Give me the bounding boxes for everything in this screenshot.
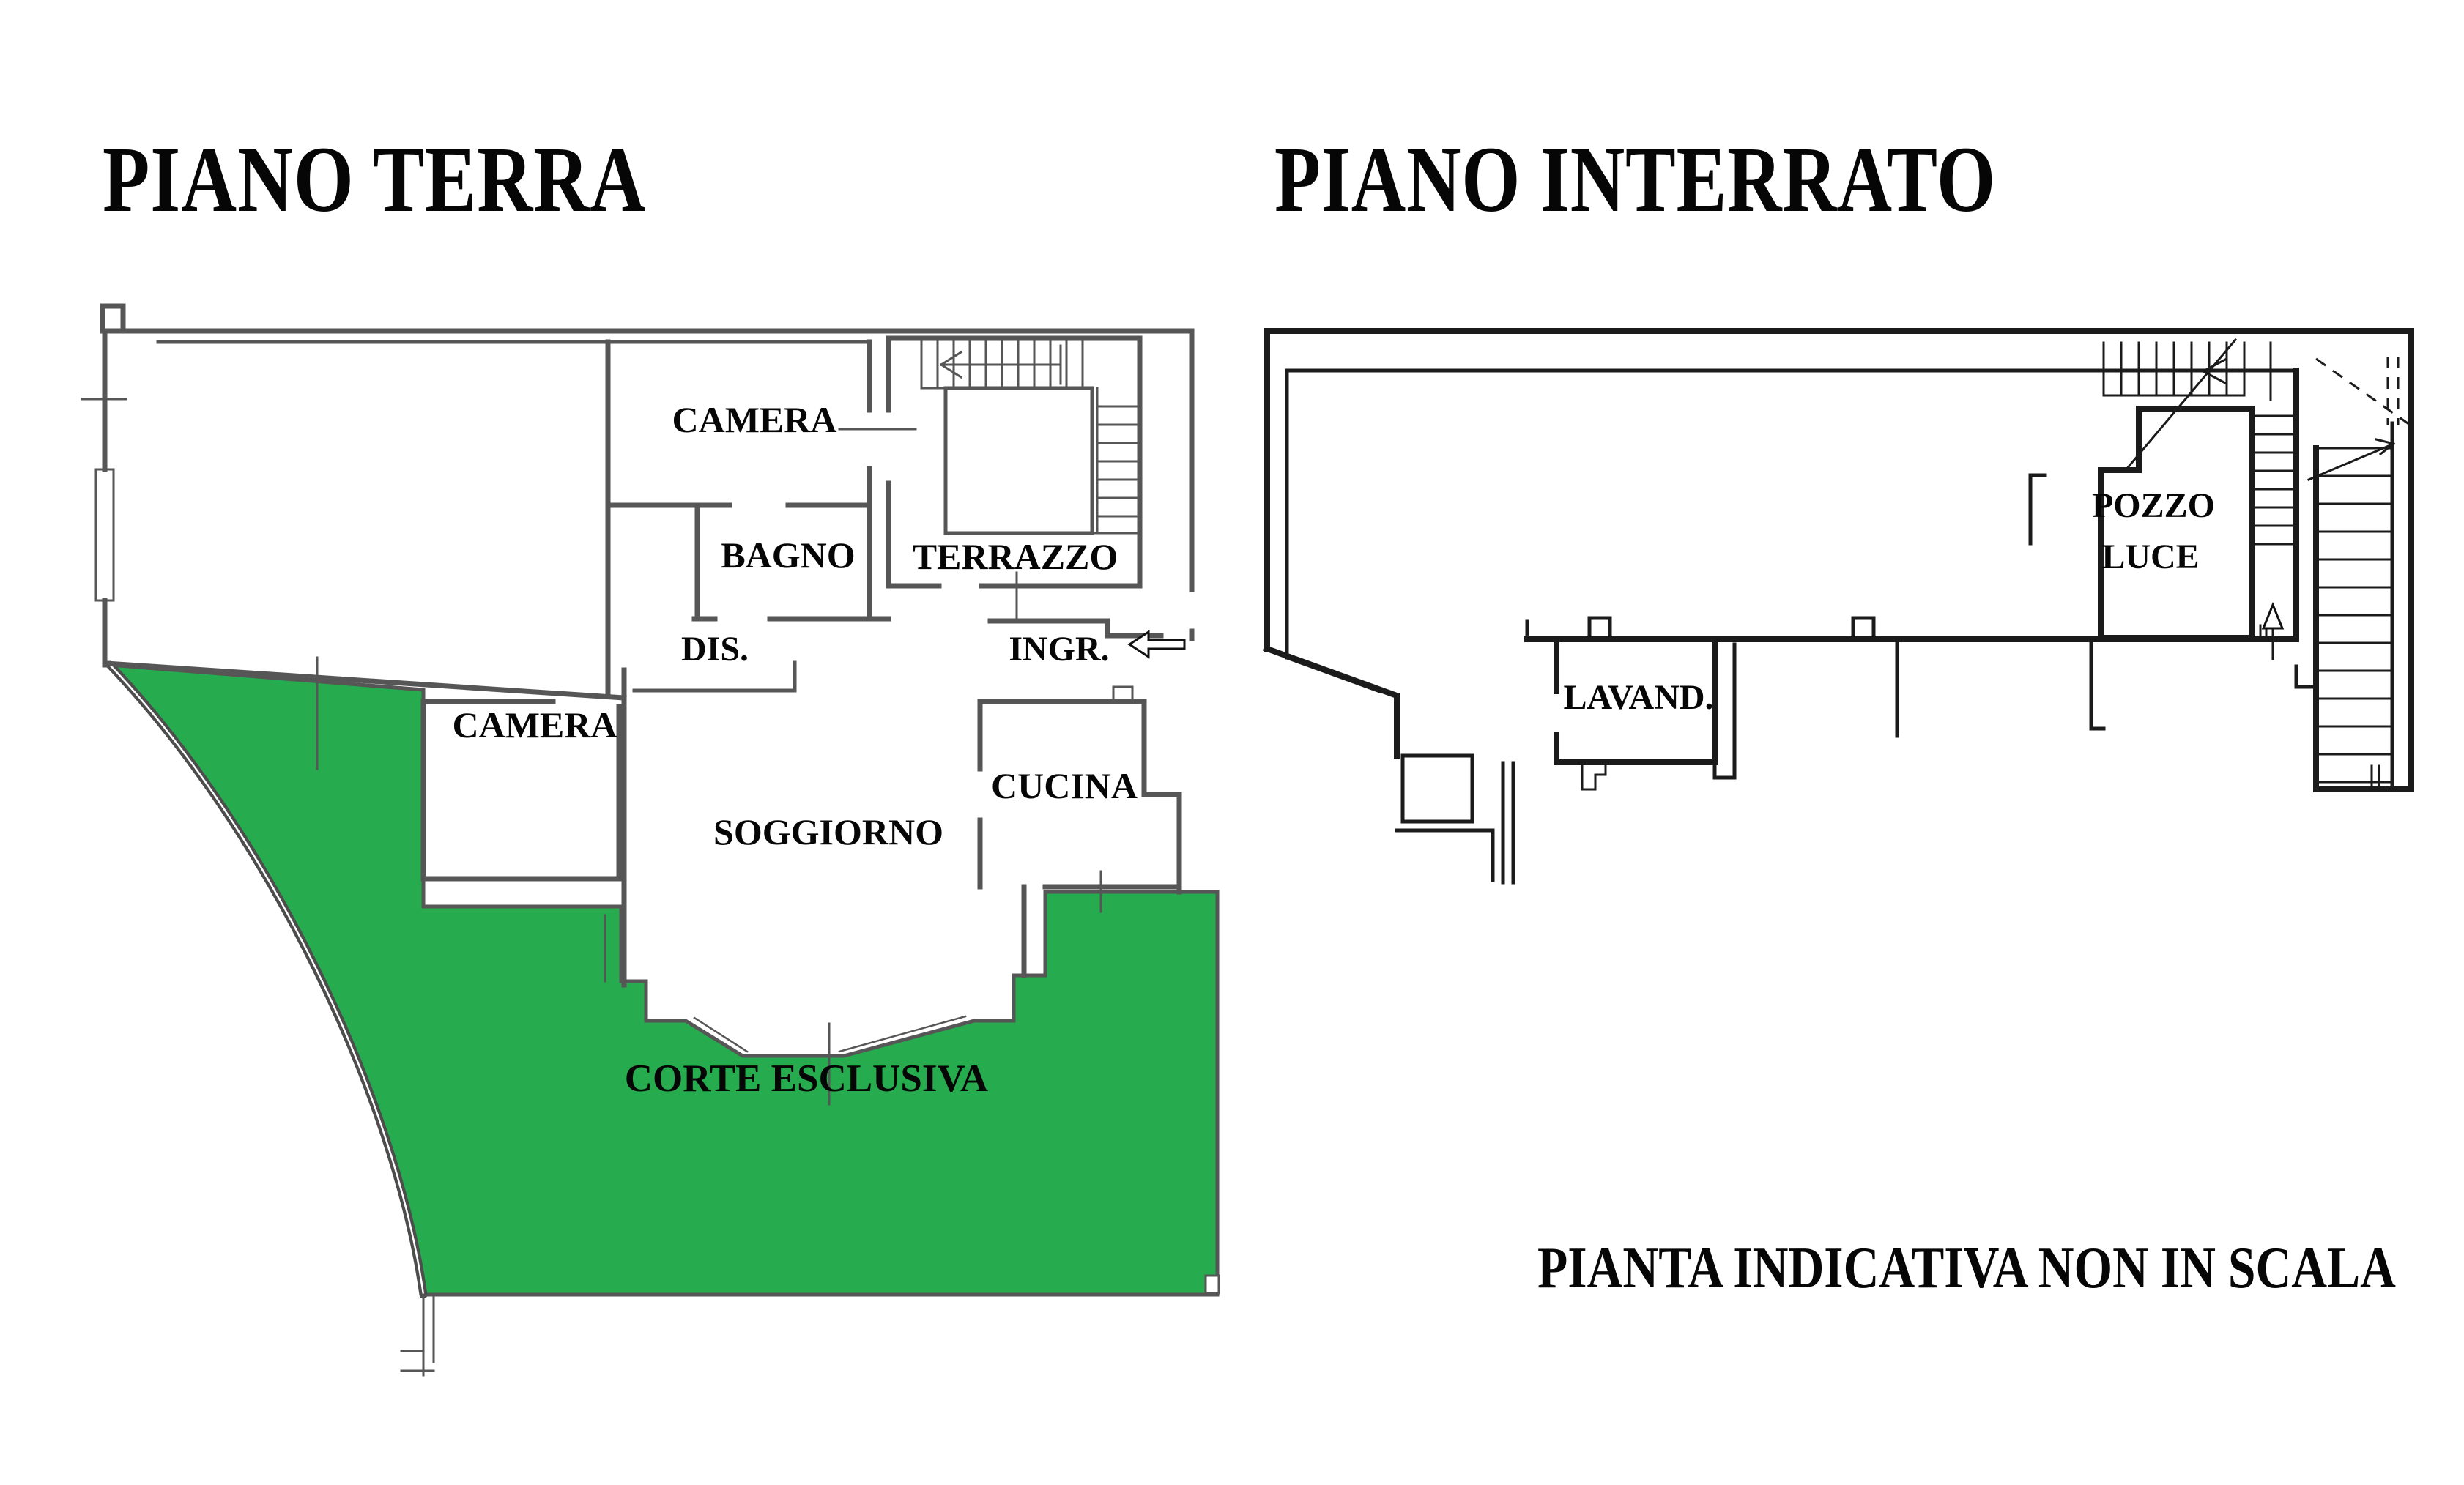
basement-ceiling-break-dashes (2315, 357, 2411, 426)
up-arrow-icon (2261, 602, 2285, 660)
basement-plan: LAVAND. POZZO LUCE (1263, 328, 2414, 885)
courtyard-label: CORTE ESCLUSIVA (625, 1057, 988, 1100)
up-arrow-head (2261, 602, 2285, 630)
room-label-dis: DIS. (681, 630, 749, 669)
ground-floor-plan: CAMERA BAGNO TERRAZZO DIS. INGR. CAMERA … (81, 303, 1220, 1377)
basement-stair-arrow-right (2307, 438, 2396, 786)
ground-staircase (920, 340, 1141, 535)
window-left-wall (94, 468, 115, 602)
ground-inner-walls (156, 340, 872, 693)
bay-window-door-lines (693, 1015, 967, 1053)
basement-stair-treads-right (2315, 447, 2394, 784)
room-label-pozzo-luce-line1: POZZO (2092, 486, 2215, 525)
room-label-ingr: INGR. (1009, 630, 1109, 669)
basement-staircase (2102, 338, 2411, 786)
title-piano-interrato: PIANO INTERRATO (1274, 127, 1996, 231)
title-piano-terra: PIANO TERRA (103, 127, 646, 231)
room-label-lavanderia: LAVAND. (1564, 678, 1714, 717)
room-label-cucina: CUCINA (991, 765, 1138, 806)
room-label-terrazzo: TERRAZZO (913, 536, 1118, 577)
stairwell-opening (943, 386, 1094, 535)
stair-direction-arrow (939, 344, 1062, 385)
stair-treads-vertical (1091, 387, 1141, 535)
room-label-soggiorno: SOGGIORNO (713, 811, 943, 852)
basement-inner-walls (1284, 368, 2394, 885)
room-label-bagno: BAGNO (721, 535, 855, 576)
basement-light-well-box (1400, 753, 1474, 824)
ground-room-walls (420, 328, 1195, 988)
entry-arrow-icon (1127, 630, 1186, 659)
courtyard-corner-notch (1204, 1274, 1220, 1295)
basement-wall-tab (1581, 761, 1607, 791)
basement-outer-walls (1263, 328, 2414, 792)
ground-tick-marks (81, 398, 1102, 1377)
room-label-pozzo-luce-line2: LUCE (2101, 537, 2199, 576)
curved-boundary-wall-inner (108, 663, 425, 1296)
courtyard-area (105, 662, 1220, 1297)
disclaimer-text: PIANTA INDICATIVA NON IN SCALA (1537, 1236, 2396, 1300)
basement-stair-treads-mid (2250, 414, 2298, 639)
room-label-camera-top: CAMERA (672, 399, 837, 440)
basement-stair-up-line (2123, 338, 2298, 472)
room-label-camera-left: CAMERA (453, 704, 617, 745)
window-cucina (1112, 685, 1134, 701)
